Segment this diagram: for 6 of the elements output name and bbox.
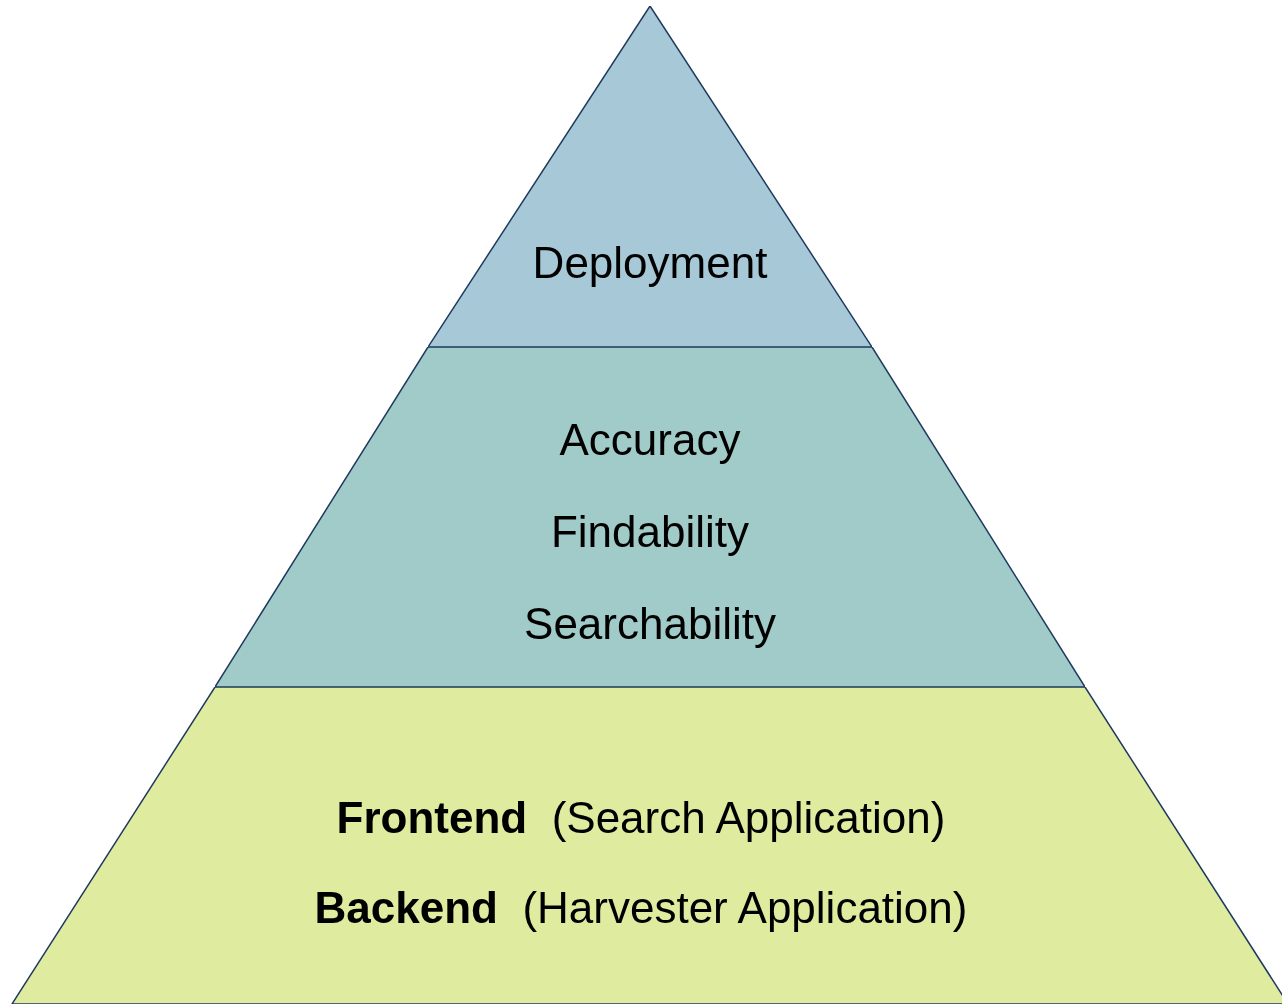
tier-label: Deployment xyxy=(532,237,768,289)
tier-label: Frontend (Search Application) xyxy=(336,792,946,844)
tier-label: Backend (Harvester Application) xyxy=(314,882,968,934)
tier-label: Findability xyxy=(550,506,750,558)
tier-label: Searchability xyxy=(524,598,776,650)
tier-label: Accuracy xyxy=(559,414,741,466)
